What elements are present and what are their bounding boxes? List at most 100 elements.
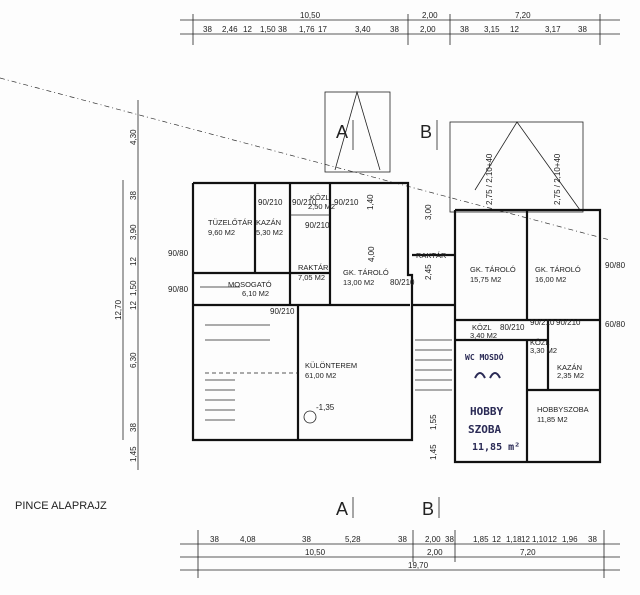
- section-a-top: A: [336, 122, 348, 142]
- dim-label: 7,20: [515, 11, 531, 20]
- dim-label: 2,00: [425, 535, 441, 544]
- dim-label: 1,45: [129, 446, 138, 462]
- door-label: 2,75 / 2,10+40: [553, 153, 562, 205]
- dim-label: 3,15: [484, 25, 500, 34]
- room-name: KÜLÖNTEREM: [305, 361, 357, 370]
- dim-label: 17: [318, 25, 327, 34]
- handwritten-line: HOBBY: [470, 405, 503, 418]
- door-label: 90/210: [334, 198, 359, 207]
- dim-label: 2,45: [424, 264, 433, 280]
- dim-label: 38: [390, 25, 399, 34]
- door-labels: 90/210 90/210 90/210 90/210 80/210 90/21…: [168, 198, 626, 332]
- bottom-dimensions: 38 4,08 38 5,28 38 2,00 38 1,85 12 1,18 …: [180, 530, 620, 578]
- dim-label: 4,30: [129, 129, 138, 145]
- room-name: MOSOGATÓ: [228, 280, 272, 289]
- dim-label: 12: [521, 535, 530, 544]
- section-a-bottom: A: [336, 499, 348, 519]
- dim-label: 38: [129, 191, 138, 200]
- level-mark: -1,35: [316, 403, 335, 412]
- room-name: RAKTÁR: [416, 251, 447, 260]
- dim-label: 12: [129, 301, 138, 310]
- garage-door-swings: 2,75 / 2,10+40 2,75 / 2,10+40: [324, 90, 584, 213]
- handwritten-wc: WC MOSDÓ: [465, 351, 504, 362]
- dim-label: 1,85: [473, 535, 489, 544]
- door-label: 90/80: [605, 261, 626, 270]
- section-b-top: B: [420, 122, 432, 142]
- dim-label: 38: [578, 25, 587, 34]
- walls: [191, 181, 602, 464]
- door-label: 80/210: [500, 323, 525, 332]
- room-name: GK. TÁROLÓ: [343, 268, 389, 277]
- door-label: 90/210: [270, 307, 295, 316]
- dim-label: 3,40: [355, 25, 371, 34]
- room-name: HOBBYSZOBA: [537, 405, 589, 414]
- dim-label: 10,50: [305, 548, 326, 557]
- dim-label: 2,00: [427, 548, 443, 557]
- room-area: 3,40 M2: [470, 331, 497, 340]
- dim-label: 38: [398, 535, 407, 544]
- dim-label: 3,00: [424, 204, 433, 220]
- section-b-bottom: B: [422, 499, 434, 519]
- handwritten-note: WC MOSDÓ HOBBY SZOBA 11,85 m²: [465, 351, 520, 453]
- dim-label: 38: [460, 25, 469, 34]
- room-name: KÖZL: [472, 323, 492, 332]
- dim-label: 7,20: [520, 548, 536, 557]
- dim-label: 38: [302, 535, 311, 544]
- plan-title: PINCE ALAPRAJZ: [15, 500, 107, 512]
- room-area: 7,05 M2: [298, 273, 325, 282]
- door-label: 80/210: [390, 278, 415, 287]
- dim-label: 5,28: [345, 535, 361, 544]
- stair-dimensions: 3,00 2,45 1,55 1,45 1,40 4,00 -1,35: [303, 194, 438, 460]
- dim-label: 19,70: [408, 561, 429, 570]
- room-name: KÖZL: [530, 338, 550, 347]
- door-label: 90/210: [530, 318, 555, 327]
- section-markers: A B A B: [336, 120, 440, 519]
- room-labels: TÜZELŐTÁR 9,60 M2 KAZÁN 5,30 M2 KÖZL 2,5…: [208, 193, 589, 424]
- left-dimensions: 12,70 4,30 38 3,90 12 1,50 12 6,30 38 1,…: [114, 100, 139, 470]
- dim-label: 12: [492, 535, 501, 544]
- dim-label: 1,45: [429, 444, 438, 460]
- dim-label: 12,70: [114, 299, 123, 320]
- door-label: 2,75 / 2,10+40: [485, 153, 494, 205]
- room-area: 16,00 M2: [535, 275, 566, 284]
- dim-label: 12: [243, 25, 252, 34]
- dim-label: 1,50: [260, 25, 276, 34]
- room-name: KAZÁN: [557, 363, 582, 372]
- door-label: 60/80: [605, 320, 626, 329]
- dim-label: 1,50: [129, 280, 138, 296]
- room-area: 6,10 M2: [242, 289, 269, 298]
- door-label: 90/80: [168, 249, 189, 258]
- top-dimensions: 10,50 2,00 7,20 38 2,46 12 1,50 38 1,76 …: [180, 11, 620, 45]
- door-label: 90/210: [292, 198, 317, 207]
- dim-label: 4,00: [367, 246, 376, 262]
- dim-label: 38: [210, 535, 219, 544]
- handwritten-line: 11,85 m²: [472, 442, 520, 453]
- room-area: 3,30 M2: [530, 346, 557, 355]
- room-name: TÜZELŐTÁR: [208, 218, 253, 227]
- room-name: 5,30 M2: [256, 228, 283, 237]
- dim-label: 12: [548, 535, 557, 544]
- dim-label: 1,96: [562, 535, 578, 544]
- dim-label: 4,08: [240, 535, 256, 544]
- room-area: 15,75 M2: [470, 275, 501, 284]
- room-name: KÖZL: [310, 193, 330, 202]
- dim-label: 38: [278, 25, 287, 34]
- dim-label: 3,17: [545, 25, 561, 34]
- dim-label: 2,46: [222, 25, 238, 34]
- dim-label: 38: [445, 535, 454, 544]
- room-name: GK. TÁROLÓ: [470, 265, 516, 274]
- dim-label: 6,30: [129, 352, 138, 368]
- dim-label: 10,50: [300, 11, 321, 20]
- dim-label: 1,40: [366, 194, 375, 210]
- room-name: RAKTÁR: [298, 263, 329, 272]
- room-area: 9,60 M2: [208, 228, 235, 237]
- room-area: 13,00 M2: [343, 278, 374, 287]
- door-label: 90/210: [258, 198, 283, 207]
- room-name: KAZÁN: [256, 218, 281, 227]
- room-area: 2,35 M2: [557, 371, 584, 380]
- room-area: 61,00 M2: [305, 371, 336, 380]
- dim-label: 38: [588, 535, 597, 544]
- diagonal-section-line: [0, 77, 611, 241]
- dim-label: 1,10: [532, 535, 548, 544]
